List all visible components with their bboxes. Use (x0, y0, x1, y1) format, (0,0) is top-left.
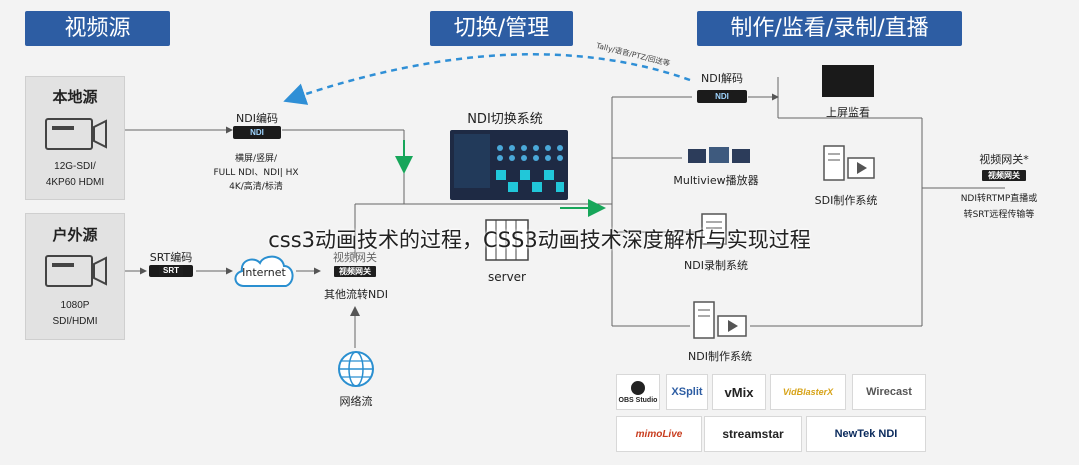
srt-encoder-badge: SRT (159, 265, 183, 276)
header-production-output: 制作/监看/录制/直播 (697, 11, 962, 46)
logo-newtek-ndi: NewTek NDI (806, 416, 926, 452)
local-source-spec-2: 4KP60 HDMI (45, 177, 105, 188)
monitor-label: 上屏监看 (826, 106, 870, 119)
ndi-encode-label: NDI编码 (236, 112, 278, 125)
ndi-encoder-device: NDI (233, 126, 281, 139)
switcher-screen-icon (450, 130, 568, 200)
ndi-encoder-badge: NDI (247, 127, 267, 138)
srt-encode-label: SRT编码 (149, 251, 193, 264)
header-video-source: 视频源 (25, 11, 170, 46)
network-arrow-head (350, 306, 360, 316)
outdoor-source-spec-1: 1080P (60, 300, 90, 311)
gateway-badge: 视频网关 (982, 170, 1026, 181)
network-stream-label: 网络流 (339, 395, 373, 408)
monitor-icon (822, 65, 874, 97)
logo-mimolive: mimoLive (616, 416, 702, 452)
gateway-badge-mid: 视频网关 (334, 266, 376, 277)
record-system-label: NDI录制系统 (684, 259, 748, 272)
ndi-decode-label: NDI解码 (701, 72, 743, 85)
globe-icon (338, 351, 374, 387)
gateway-desc-1: NDI转RTMP直播或 (960, 194, 1038, 204)
logo-wirecast: Wirecast (852, 374, 926, 410)
header-switch-manage: 切换/管理 (430, 11, 573, 46)
logo-streamstar: streamstar (704, 416, 802, 452)
gateway-desc-2: 转SRT远程传输等 (963, 210, 1035, 220)
logo-xsplit: XSplit (666, 374, 708, 410)
gateway-label-mid: 视频网关 (333, 251, 377, 264)
local-source-title: 本地源 (52, 88, 98, 106)
obs-logo-icon (631, 380, 645, 395)
internet-label: Internet (242, 266, 286, 279)
switcher-title: NDI切换系统 (467, 112, 543, 127)
ndi-workstation-icon (693, 301, 747, 339)
encode-desc-1: 横屏/竖屏/ (234, 154, 278, 164)
recorder-icon (701, 213, 727, 245)
logo-vmix: vMix (712, 374, 766, 410)
logo-obs-studio: OBS Studio (616, 374, 660, 410)
production-workstation-icon (823, 145, 875, 181)
encode-desc-3: 4K/高清/标清 (229, 182, 283, 192)
ndi-decoder-device: NDI (697, 90, 747, 103)
server-icon (485, 219, 529, 261)
srt-encoder-device: SRT (149, 265, 193, 277)
outdoor-source-box: 户外源 1080P SDI/HDMI (25, 213, 125, 340)
ndi-production-label: NDI制作系统 (688, 350, 752, 363)
encode-desc-2: FULL NDI、NDI| HX (213, 168, 299, 178)
local-source-spec-1: 12G-SDI/ (54, 161, 96, 172)
logo-vidblasterx: VidBlasterX (770, 374, 846, 410)
overlay-caption: css3动画技术的过程，CSS3动画技术深度解析与实现过程 (268, 228, 811, 252)
multiview-label: Multiview播放器 (673, 174, 759, 187)
camera-icon (45, 118, 107, 150)
local-source-box: 本地源 12G-SDI/ 4KP60 HDMI (25, 76, 125, 200)
multiview-screens-icon (688, 147, 750, 163)
other-to-ndi-label: 其他流转NDI (324, 288, 388, 301)
server-label: server (488, 270, 526, 284)
sdi-system-label: SDI制作系统 (814, 194, 878, 207)
camera-icon (45, 255, 107, 287)
cloud-icon (234, 255, 294, 287)
outdoor-source-title: 户外源 (52, 226, 98, 244)
obs-logo-text: OBS Studio (618, 396, 658, 404)
tally-dashed-arc (283, 53, 691, 105)
gateway-title: 视频网关* (979, 153, 1029, 166)
outdoor-source-spec-2: SDI/HDMI (52, 316, 98, 327)
ndi-decoder-badge: NDI (711, 91, 733, 102)
